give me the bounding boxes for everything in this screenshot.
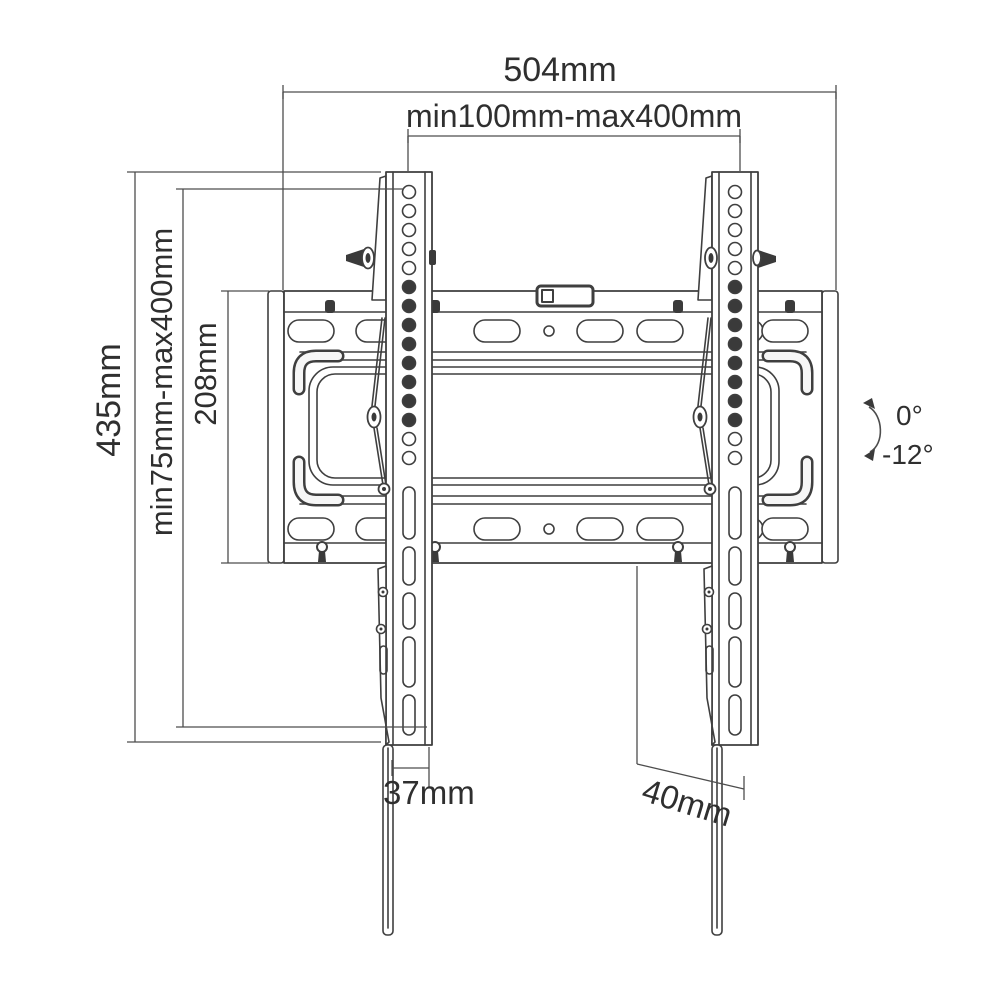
dim-plate-height — [221, 290, 269, 564]
left-rail-vesa-holes — [401, 184, 417, 466]
locking-latch — [535, 284, 595, 308]
right-rail-upper-arm — [697, 175, 713, 301]
dim-wall-gap — [636, 566, 745, 800]
label-vesa-width: min100mm-max400mm — [406, 98, 742, 134]
dim-rail-offset — [391, 747, 430, 788]
label-tilt-max: 0° — [896, 400, 923, 431]
label-overall-height: 435mm — [90, 343, 128, 456]
label-rail-offset: 37mm — [383, 774, 475, 811]
bottom-center-hole — [543, 523, 555, 535]
tilt-arrow-down — [864, 449, 875, 461]
spring-clip — [316, 541, 328, 562]
top-center-hole — [543, 325, 555, 337]
mount-drawing — [267, 171, 839, 936]
left-bottom-rod — [382, 744, 394, 936]
spring-clip — [784, 541, 796, 562]
bottom-spring-clips — [316, 541, 796, 562]
dim-overall-width — [282, 85, 837, 290]
label-plate-height: 208mm — [188, 322, 223, 425]
label-overall-width: 504mm — [503, 51, 616, 89]
right-rail-vesa-holes — [727, 184, 743, 466]
left-tilt-knob — [346, 246, 436, 270]
left-rail-upper-arm — [371, 175, 387, 301]
wall-plate-right-flange — [821, 290, 839, 564]
tilt-arrow-up — [863, 398, 875, 409]
corner-grip-tubes — [292, 349, 814, 507]
left-tv-rail — [346, 171, 436, 936]
right-tv-rail — [692, 171, 776, 936]
label-tilt-min: -12° — [882, 439, 934, 470]
right-tilt-knob — [704, 246, 776, 270]
left-lower-arm — [375, 565, 390, 746]
dim-vesa-height — [176, 188, 427, 728]
dim-overall-height — [127, 171, 381, 743]
wall-plate-left-flange — [267, 290, 285, 564]
dimension-labels: 504mm min100mm-max400mm 435mm min75mm-ma… — [90, 51, 934, 834]
tilt-angle-indicator — [863, 398, 882, 461]
left-rail-lower-slots — [402, 486, 416, 736]
right-rail-lower-slots — [728, 486, 742, 736]
left-tilt-linkage — [366, 317, 391, 496]
right-tilt-linkage — [692, 317, 717, 496]
right-lower-arm — [701, 565, 716, 746]
dimension-annotations — [127, 85, 882, 800]
right-bottom-rod — [711, 744, 723, 936]
label-vesa-height: min75mm-max400mm — [144, 228, 179, 536]
dim-vesa-width — [407, 129, 741, 171]
spring-clip — [672, 541, 684, 562]
